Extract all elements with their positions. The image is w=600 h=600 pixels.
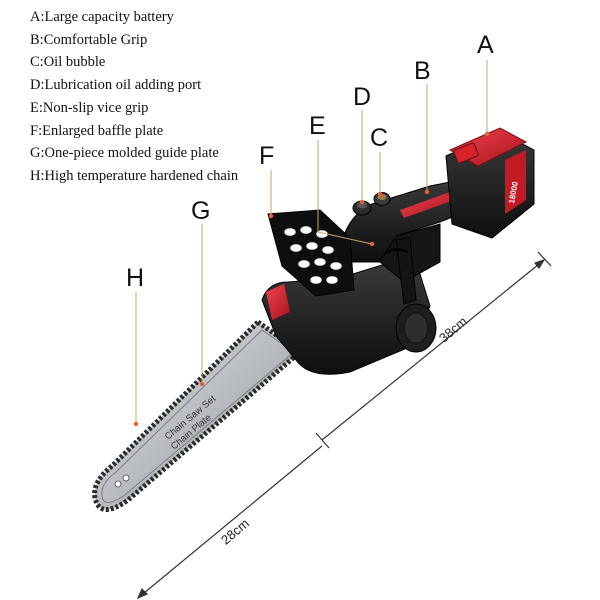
- leader-endpoints: [133, 131, 490, 427]
- callout-b: B: [414, 57, 431, 85]
- battery: 18000: [445, 127, 535, 239]
- callout-h: H: [126, 264, 145, 292]
- dimension-tick: [315, 432, 330, 449]
- legend-item-e: E:Non-slip vice grip: [30, 99, 149, 116]
- callout-d: D: [353, 83, 372, 111]
- legend-item-a: A:Large capacity battery: [30, 9, 174, 25]
- callout-g: G: [191, 197, 211, 225]
- dimension-lines: [136, 251, 552, 600]
- dimension-arrow: [136, 587, 149, 600]
- motor-body: [261, 261, 437, 375]
- legend-item-b: B:Comfortable Grip: [30, 31, 148, 48]
- baffle-plate: [267, 209, 355, 297]
- dimension-tick: [537, 251, 552, 267]
- vice-grip: [383, 237, 417, 305]
- callout-leaders: [135, 60, 488, 424]
- legend-item-d: D:Lubrication oil adding port: [30, 77, 202, 94]
- guide-bar: Chain Saw Set Chain Plate: [92, 318, 305, 512]
- dimension-arrow: [533, 258, 546, 270]
- battery-print: 18000: [507, 180, 520, 204]
- legend-item-c: C:Oil bubble: [30, 54, 106, 71]
- legend-item-h: H:High temperature hardened chain: [30, 167, 239, 184]
- dimension-line-28cm: [137, 445, 323, 599]
- oil-port: [352, 200, 372, 216]
- legend-item-f: F:Enlarged baffle plate: [30, 122, 164, 139]
- battery-release-button: [453, 142, 479, 164]
- grip-red-insert: [400, 192, 454, 218]
- bar-nose-rivet: [122, 474, 130, 482]
- legend-item-g: G:One-piece molded guide plate: [30, 145, 219, 162]
- callout-f: F: [259, 142, 275, 170]
- callout-e: E: [309, 112, 326, 140]
- feature-legend: A:Large capacity battery B:Comfortable G…: [30, 6, 238, 188]
- callout-a: A: [477, 31, 494, 59]
- bar-nose-rivet: [114, 480, 122, 488]
- callout-c: C: [370, 124, 389, 152]
- leader-e-branch: [317, 231, 373, 245]
- dimension-line-38cm: [321, 259, 545, 441]
- chain-cover-accent: [266, 284, 290, 320]
